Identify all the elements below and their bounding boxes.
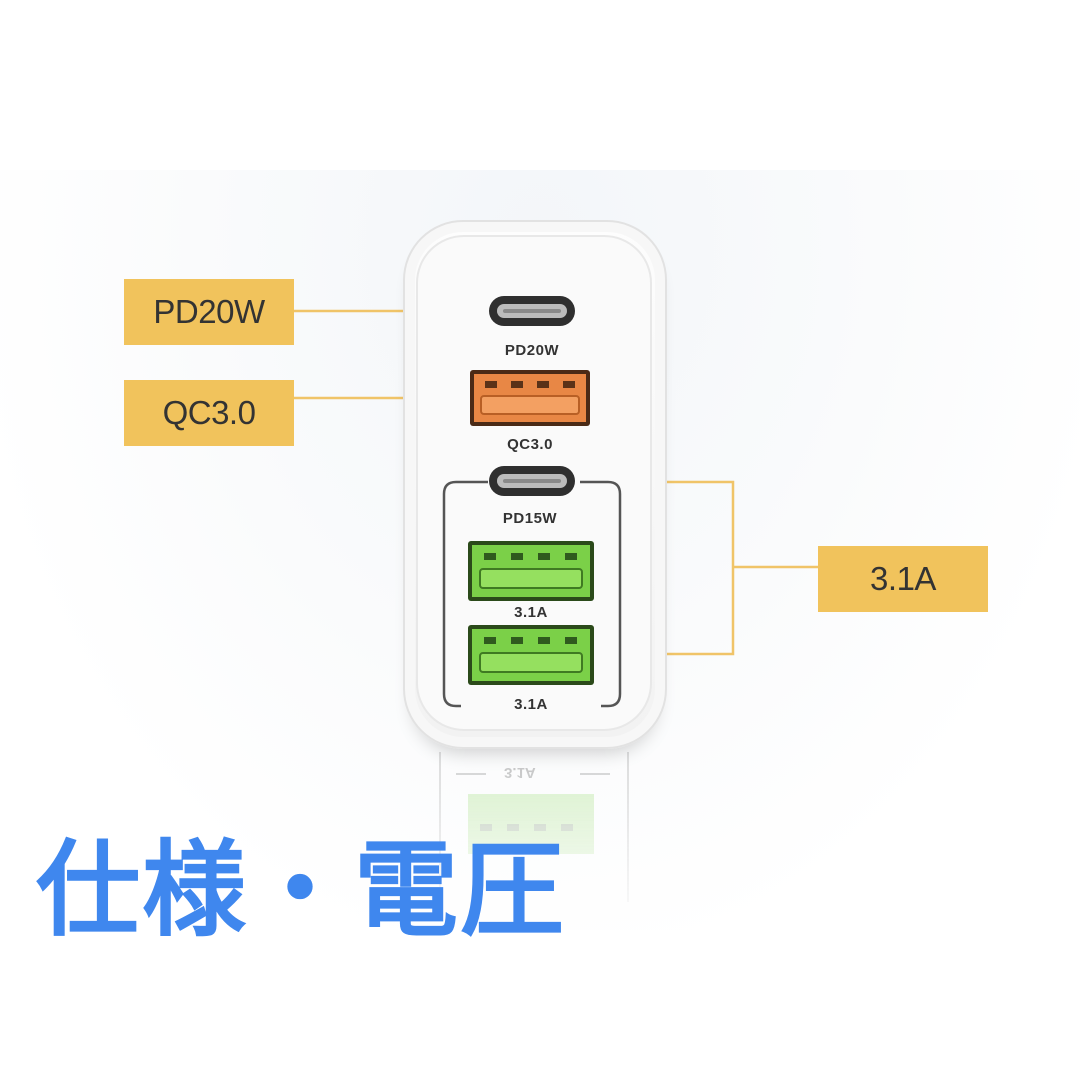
usb-a-port-qc30 — [470, 370, 590, 426]
reflection-graphic — [439, 752, 629, 902]
port-label-3-1a-top: 3.1A — [514, 604, 548, 621]
callout-pd20w: PD20W — [124, 279, 294, 345]
port-label-pd15w: PD15W — [502, 510, 558, 527]
callout-3-1a-text: 3.1A — [870, 560, 936, 597]
usb-a-port-3-1a-top — [468, 541, 594, 601]
port-label-pd20w: PD20W — [504, 342, 560, 359]
port-label-3-1a-bottom: 3.1A — [461, 696, 601, 713]
port-group-frame — [442, 480, 488, 708]
usb-a-port-3-1a-bottom — [468, 625, 594, 685]
usb-c-port-pd20w — [489, 296, 575, 326]
callout-pd20w-text: PD20W — [153, 293, 265, 330]
page-heading: 仕様・電圧 — [36, 829, 567, 951]
reflection-label: 3.1A — [504, 764, 536, 781]
charger-reflection: 3.1A — [420, 752, 648, 942]
usb-c-port-pd15w — [489, 466, 575, 496]
port-label-qc30: QC3.0 — [507, 436, 553, 453]
callout-3-1a: 3.1A — [818, 546, 988, 612]
callout-qc30: QC3.0 — [124, 380, 294, 446]
callout-qc30-text: QC3.0 — [162, 394, 256, 431]
port-group-frame-right — [578, 480, 622, 708]
